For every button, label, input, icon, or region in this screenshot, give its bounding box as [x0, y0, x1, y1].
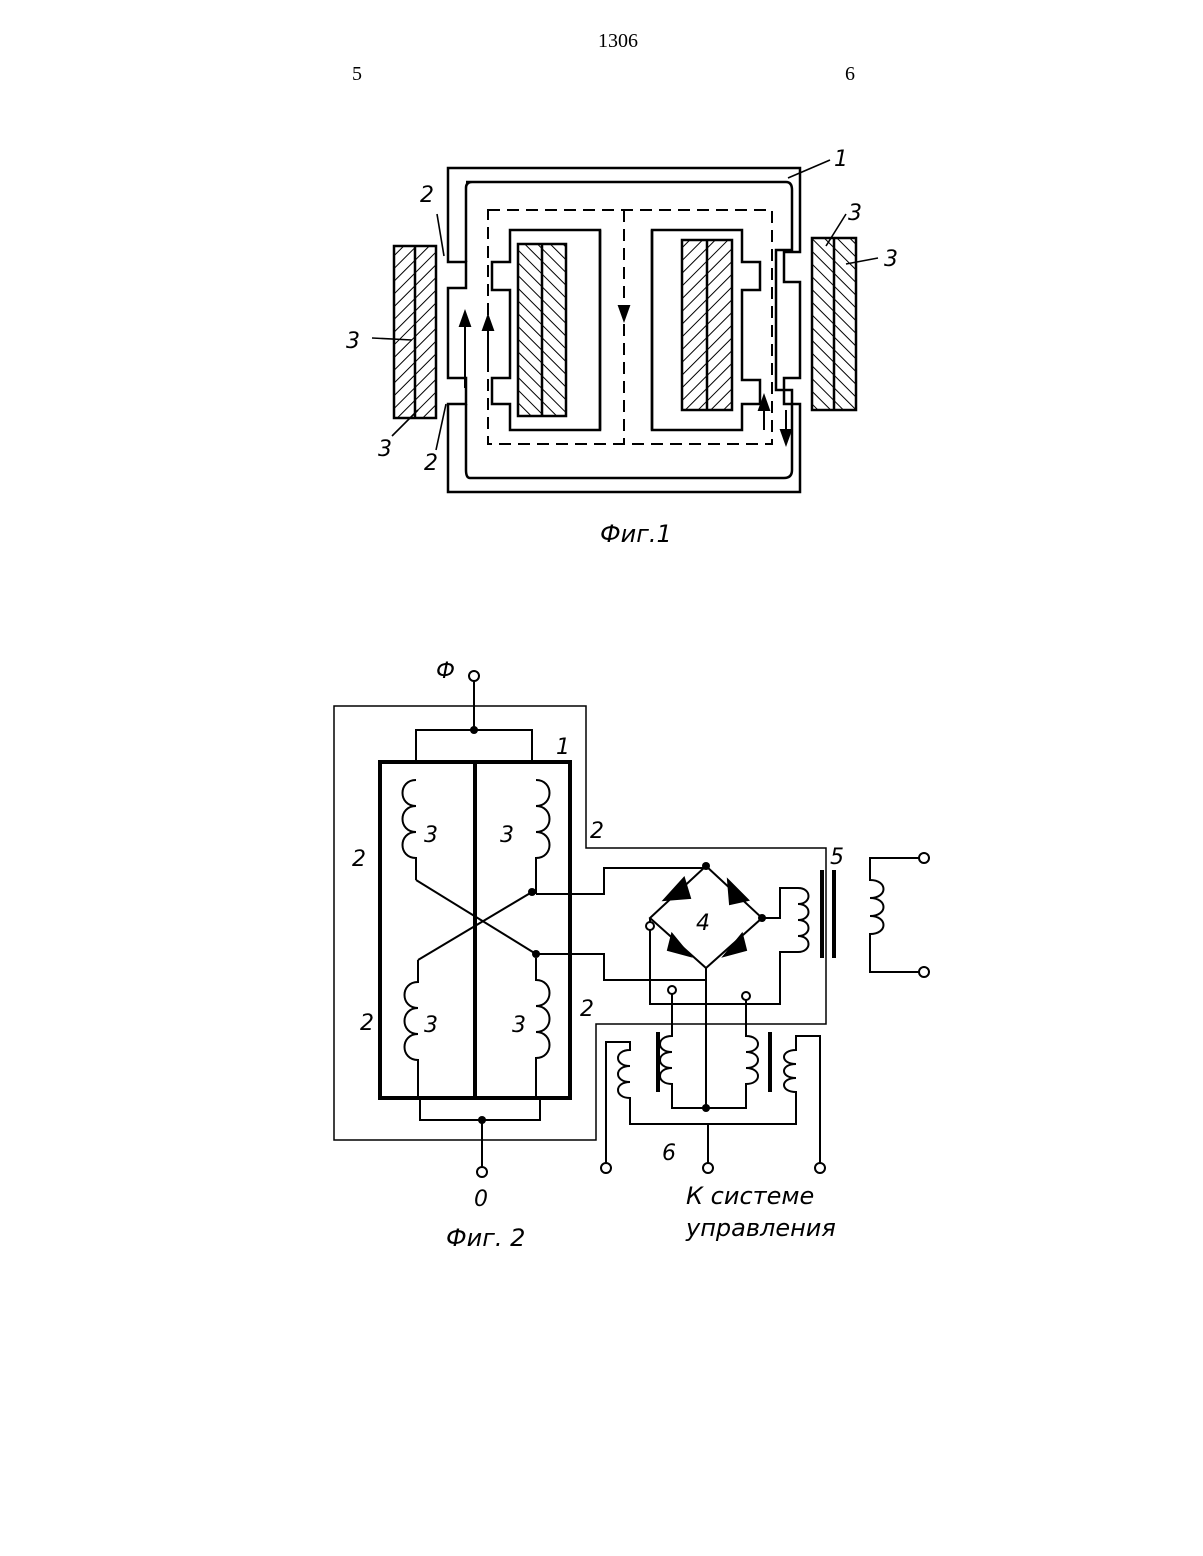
fig2-label-gap-tr: 2: [590, 819, 604, 844]
fig1-label-winding-right: 3: [884, 247, 898, 272]
fig1-label-winding-left: 3: [346, 329, 360, 354]
fig1-label-winding-bottom: 3: [378, 437, 392, 462]
fig2-label-coil-br: 3: [512, 1013, 526, 1038]
fig2-enclosure: [334, 706, 826, 1140]
fig1-label-gap-bottom: 2: [424, 451, 438, 476]
fig1-label-core: 1: [834, 147, 848, 172]
fig2-coil-bottom-right: [536, 958, 550, 1098]
fig2-coil-top-left: [403, 780, 417, 880]
fig2-terminal-phase: Ф: [436, 659, 455, 684]
fig2-label-transformer5: 5: [830, 845, 844, 870]
fig2-label-gap-bl: 2: [360, 1011, 374, 1036]
fig2-coil-bottom-left: [405, 960, 419, 1098]
fig2-label-coil-tl: 3: [424, 823, 438, 848]
fig2-label-gap-br: 2: [580, 997, 594, 1022]
fig2-coil-top-right: [536, 780, 550, 894]
fig1-label-gap-top-left: 2: [420, 183, 434, 208]
fig2-control-line1: К системе: [686, 1182, 814, 1210]
fig1-caption: Фиг.1: [600, 520, 672, 548]
fig1-label-winding-top-right: 3: [848, 201, 862, 226]
fig2-diagram: [334, 680, 920, 1170]
fig2-label-coil-tr: 3: [500, 823, 514, 848]
fig2-label-core: 1: [556, 735, 570, 760]
fig2-label-bridge: 4: [696, 911, 710, 936]
fig2-terminal-zero: 0: [474, 1187, 488, 1212]
fig2-label-transformer6: 6: [662, 1141, 676, 1166]
fig2-control-line2: управления: [685, 1214, 836, 1242]
fig2-caption: Фиг. 2: [446, 1224, 525, 1252]
fig2-label-gap-tl: 2: [352, 847, 366, 872]
fig2-junction-dots: [470, 726, 766, 1124]
fig2-label-coil-bl: 3: [424, 1013, 438, 1038]
fig2-transformer5-secondary: [870, 858, 920, 972]
